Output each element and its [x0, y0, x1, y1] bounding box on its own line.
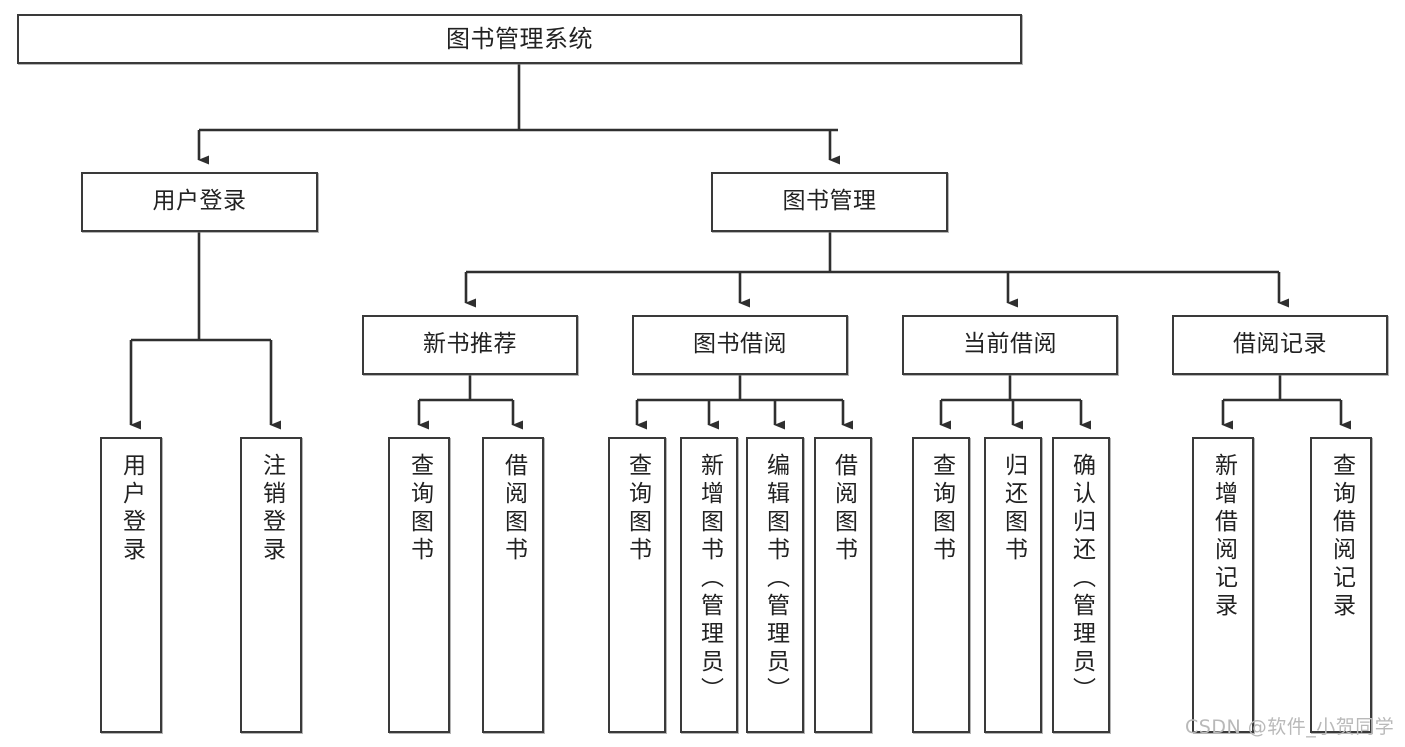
node-user-login-label: 用户登录: [152, 188, 247, 215]
edges-borrowrecord-to-leaves: [1221, 375, 1351, 430]
node-leaf-add-record-label: 新增借阅记录: [1210, 453, 1237, 621]
node-leaf-user-login[interactable]: 用户登录: [100, 437, 162, 733]
node-leaf-confirm-return-label: 确认归还（管理员）: [1068, 453, 1095, 705]
node-leaf-return-book-label: 归还图书: [1000, 453, 1027, 565]
node-leaf-query-book-2-label: 查询图书: [624, 453, 651, 565]
node-leaf-borrow-book-2[interactable]: 借阅图书: [814, 437, 872, 733]
node-leaf-confirm-return[interactable]: 确认归还（管理员）: [1052, 437, 1110, 733]
node-new-book-recommend[interactable]: 新书推荐: [362, 315, 578, 375]
node-book-borrow-label: 图书借阅: [693, 331, 787, 358]
node-root[interactable]: 图书管理系统: [17, 14, 1022, 64]
node-book-manage-label: 图书管理: [782, 188, 877, 215]
node-leaf-borrow-book-2-label: 借阅图书: [830, 453, 857, 565]
node-leaf-edit-book-label: 编辑图书（管理员）: [762, 453, 789, 705]
edges-bookmanage-to-level3: [464, 232, 1289, 308]
node-borrow-record-label: 借阅记录: [1233, 331, 1327, 358]
node-leaf-query-book-3[interactable]: 查询图书: [912, 437, 970, 733]
node-leaf-add-book-label: 新增图书（管理员）: [696, 453, 723, 705]
node-leaf-query-book-1-label: 查询图书: [406, 453, 433, 565]
edges-root-to-level2: [197, 64, 840, 165]
node-root-label: 图书管理系统: [446, 24, 593, 53]
node-leaf-user-logout[interactable]: 注销登录: [240, 437, 302, 733]
node-book-borrow[interactable]: 图书借阅: [632, 315, 848, 375]
edges-newbook-to-leaves: [417, 375, 523, 430]
edges-currentborrow-to-leaves: [939, 375, 1091, 430]
node-leaf-edit-book[interactable]: 编辑图书（管理员）: [746, 437, 804, 733]
node-user-login[interactable]: 用户登录: [81, 172, 318, 232]
node-leaf-user-login-label: 用户登录: [118, 453, 145, 565]
node-leaf-query-book-3-label: 查询图书: [928, 453, 955, 565]
node-leaf-return-book[interactable]: 归还图书: [984, 437, 1042, 733]
node-current-borrow-label: 当前借阅: [963, 331, 1057, 358]
node-current-borrow[interactable]: 当前借阅: [902, 315, 1118, 375]
node-leaf-borrow-book-1-label: 借阅图书: [500, 453, 527, 565]
node-leaf-query-record[interactable]: 查询借阅记录: [1310, 437, 1372, 733]
node-leaf-add-book[interactable]: 新增图书（管理员）: [680, 437, 738, 733]
node-leaf-query-book-2[interactable]: 查询图书: [608, 437, 666, 733]
node-leaf-query-record-label: 查询借阅记录: [1328, 453, 1355, 621]
edges-bookborrow-to-leaves: [635, 375, 853, 430]
node-new-book-recommend-label: 新书推荐: [423, 331, 517, 358]
node-leaf-query-book-1[interactable]: 查询图书: [388, 437, 450, 733]
node-leaf-add-record[interactable]: 新增借阅记录: [1192, 437, 1254, 733]
edges-userlogin-to-leaves: [129, 232, 281, 430]
node-book-manage[interactable]: 图书管理: [711, 172, 948, 232]
node-leaf-borrow-book-1[interactable]: 借阅图书: [482, 437, 544, 733]
node-leaf-user-logout-label: 注销登录: [258, 453, 285, 565]
csdn-watermark: CSDN @软件_小贺同学: [1185, 716, 1395, 738]
node-borrow-record[interactable]: 借阅记录: [1172, 315, 1388, 375]
